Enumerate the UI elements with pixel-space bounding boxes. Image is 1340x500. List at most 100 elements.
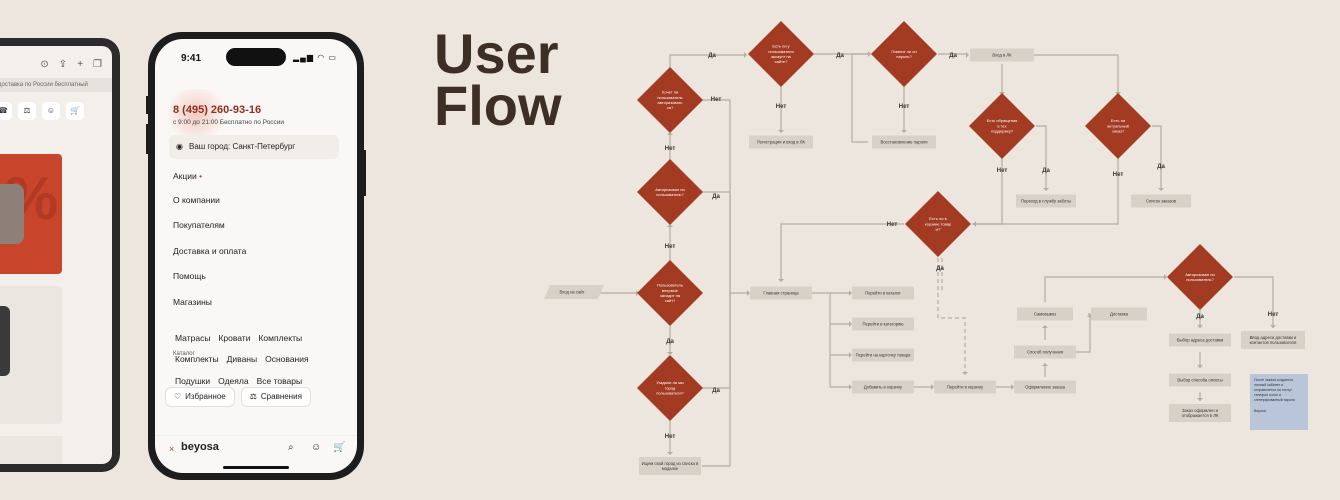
nav-item-customers[interactable]: Покупателям (173, 220, 225, 230)
note-text: После заказа создается личный кабинет и … (1254, 378, 1296, 402)
node-label: Оформление заказа (1025, 385, 1066, 390)
catalog-chip[interactable]: Основания (265, 354, 309, 364)
bed-image (0, 306, 10, 376)
edge-label: Да (708, 53, 716, 59)
flow-connector (937, 258, 966, 374)
product-card[interactable] (0, 286, 62, 424)
flow-node-b-orders-list: Список заказов (1131, 194, 1191, 208)
flow-arrowhead (931, 384, 934, 390)
node-label: Есть ли в (929, 216, 946, 221)
flow-arrowhead (1011, 384, 1014, 390)
catalog-chip[interactable]: Одеяла (218, 376, 249, 386)
process-box (1169, 333, 1231, 347)
flow-node-b-goto-cart: Перейти в корзину (934, 380, 996, 394)
menu-sheet: 8 (495) 260-93-16 с 9:00 до 21:00 Беспла… (161, 89, 351, 429)
nav-label: Акции (173, 171, 197, 181)
edge-label: Да (836, 53, 844, 59)
flow-connector (829, 293, 850, 325)
flow-connector (972, 158, 1119, 225)
flow-arrowhead (778, 130, 784, 133)
flow-connector (1076, 313, 1091, 353)
catalog-chip[interactable]: Все товары (256, 376, 303, 386)
edge-label: Нет (899, 104, 910, 110)
tabs-icon[interactable]: ❐ (93, 58, 102, 70)
process-box (852, 317, 914, 331)
flow-node-b-register: Регистрация и вход в ЛК (749, 135, 813, 149)
cart-icon[interactable]: 🛒 (333, 442, 346, 453)
node-label: пользователь? (656, 192, 684, 197)
share-icon[interactable]: ⇪ (58, 58, 68, 70)
node-label: контактов пользователя (1250, 340, 1297, 345)
nav-item-promo[interactable]: Акции • (173, 171, 202, 181)
flow-arrowhead (1197, 365, 1203, 368)
flow-node-b-add-cart: Добавить в корзину (852, 380, 914, 394)
catalog-chip[interactable]: Диваны (226, 354, 258, 364)
search-icon[interactable]: ⌕ (288, 442, 294, 453)
product-card-2[interactable] (0, 436, 62, 464)
decision-diamond (637, 67, 703, 133)
compare-icon[interactable]: ⚖ (18, 102, 36, 120)
process-box (934, 380, 996, 394)
promo-banner[interactable]: % (0, 154, 62, 274)
edge-label: Да (712, 194, 720, 200)
nav-item-stores[interactable]: Магазины (173, 297, 212, 307)
note-sign: Beyosa (1254, 409, 1266, 413)
edge-label: Нет (997, 168, 1008, 174)
node-label: пользователя (768, 49, 793, 54)
process-box (970, 48, 1034, 62)
node-label: Ищем свой город из списка в (642, 461, 699, 466)
contact-phone[interactable]: 8 (495) 260-93-16 (173, 104, 262, 116)
favorites-label: Избранное (185, 392, 226, 401)
flow-connector (851, 53, 868, 143)
node-label: Регистрация и вход в ЛК (757, 140, 805, 145)
nav-item-help[interactable]: Помощь (173, 271, 206, 281)
title-line-2: Flow (434, 74, 562, 137)
brand-logo[interactable]: beyosa (181, 441, 219, 453)
node-label: Главная страница (763, 291, 799, 296)
flow-node-b-delivery: Доставка (1091, 307, 1147, 321)
flow-node-b-restore: Восстановление пароля (872, 135, 936, 149)
phone-icon[interactable]: ☎ (0, 102, 12, 120)
flow-node-b-lk: Вход в ЛК (970, 48, 1034, 62)
flow-arrowhead (667, 452, 673, 455)
process-box (1014, 380, 1076, 394)
node-label: Способ получения (1027, 350, 1063, 355)
scales-icon: ⚖ (249, 392, 257, 401)
catalog-chip[interactable]: Комплекты (258, 333, 303, 343)
decision-diamond (637, 260, 703, 326)
cart-icon[interactable]: 🛒 (66, 102, 84, 120)
add-tab-icon[interactable]: + (77, 58, 84, 70)
flow-connector (780, 223, 904, 280)
node-label: заказ? (1112, 129, 1125, 134)
flow-arrowhead (868, 51, 871, 57)
catalog-chip[interactable]: Подушки (175, 376, 211, 386)
page-title: User Flow (434, 26, 562, 137)
edge-label: Да (1042, 168, 1050, 174)
node-label: Вход в ЛК (992, 53, 1012, 58)
flow-node-start: Вход на сайт (544, 285, 604, 299)
flow-node-b-catalog: Перейти в каталог (852, 286, 914, 300)
nav-item-delivery[interactable]: Доставка и оплата (173, 246, 247, 256)
user-icon[interactable]: ☺ (42, 102, 60, 120)
download-icon[interactable]: ⊙ (40, 58, 49, 70)
phone-volume-button (146, 124, 149, 154)
node-label: Перейти в каталог (865, 291, 901, 296)
node-label: Ввод адреса доставки и (1250, 335, 1297, 340)
nav-item-about[interactable]: О компании (173, 195, 220, 205)
catalog-chip[interactable]: Комплекты (175, 354, 219, 364)
catalog-chip[interactable]: Кровати (218, 333, 251, 343)
compare-button[interactable]: ⚖Сравнения (240, 387, 311, 407)
close-icon[interactable]: × (169, 444, 175, 454)
node-label: отображается в ЛК (1182, 413, 1219, 418)
favorites-button[interactable]: ♡Избранное (165, 387, 235, 407)
city-selector[interactable]: ◉ Ваш город: Санкт-Петербург (169, 135, 339, 159)
user-icon[interactable]: ☺ (311, 442, 322, 453)
catalog-chip[interactable]: Матрасы (175, 333, 211, 343)
node-label: пользователь (657, 95, 682, 100)
